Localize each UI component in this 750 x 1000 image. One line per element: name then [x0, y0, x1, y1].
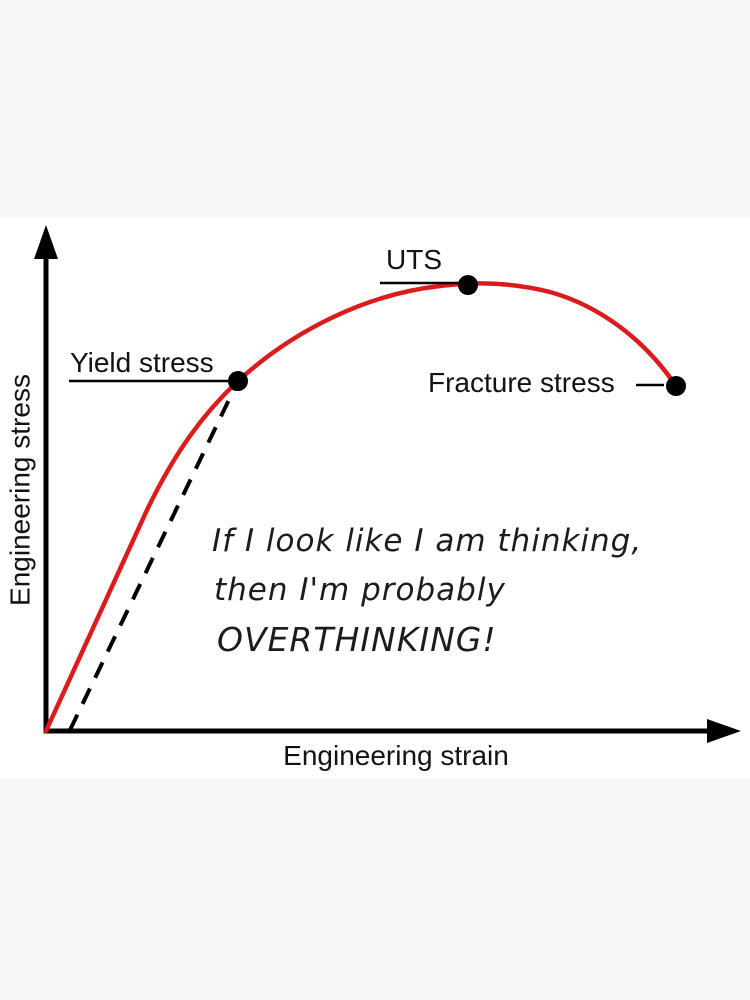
- caption-line-1: If I look like I am thinking,: [212, 523, 643, 559]
- y-axis-arrow-icon: [34, 225, 58, 259]
- fracture-stress-label: Fracture stress: [428, 367, 615, 398]
- x-axis-arrow-icon: [707, 719, 741, 743]
- stress-strain-curve: [43, 281, 679, 734]
- elastic-dashed-line: [68, 380, 240, 731]
- y-axis-label: Engineering stress: [4, 374, 36, 606]
- yield-stress-label: Yield stress: [70, 347, 214, 378]
- fracture-point-marker: [666, 376, 686, 396]
- caption-line-3: OVERTHINKING!: [217, 620, 497, 659]
- x-axis-label: Engineering strain: [283, 740, 509, 771]
- caption-line-2: then I'm probably: [214, 572, 506, 608]
- uts-point-marker: [458, 275, 478, 295]
- chart-canvas: [0, 218, 750, 779]
- yield-point-marker: [228, 371, 248, 391]
- uts-label: UTS: [386, 244, 442, 275]
